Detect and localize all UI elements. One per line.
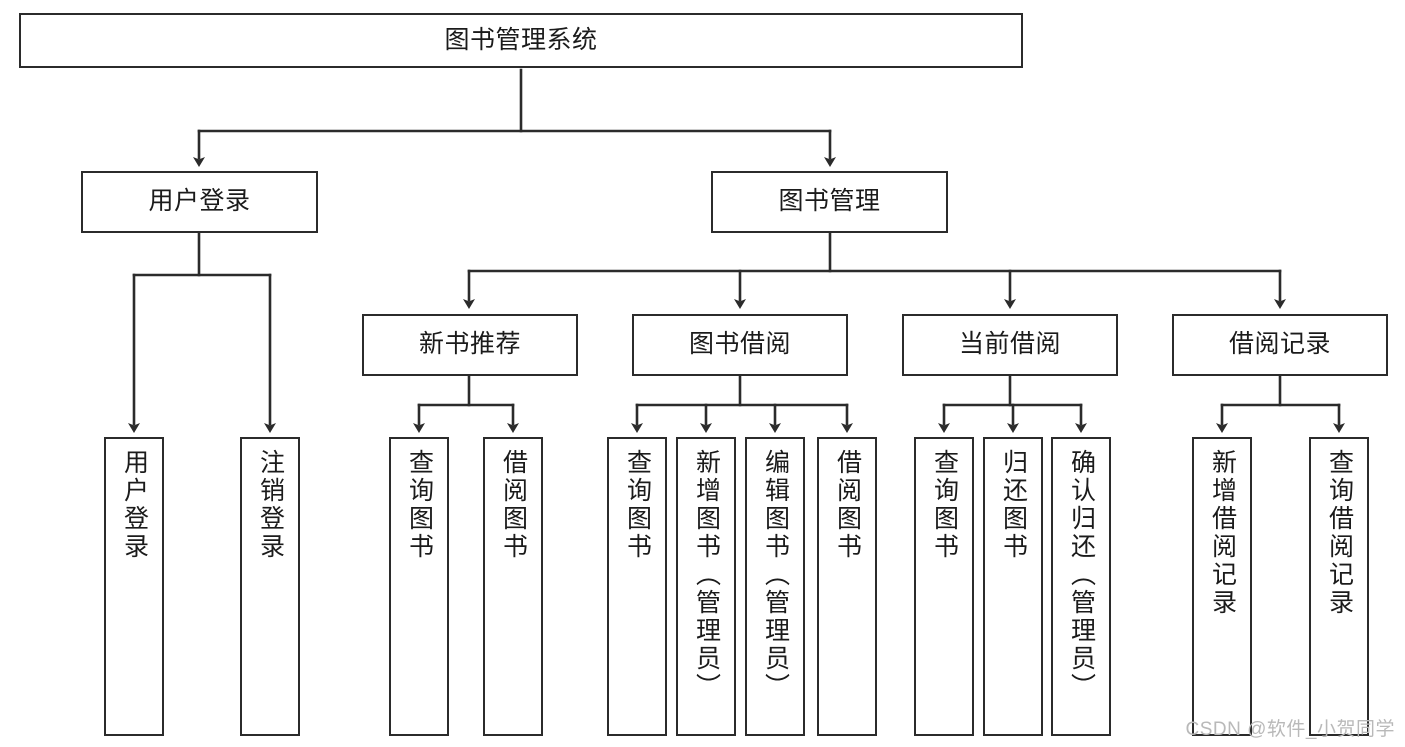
node-label: 图书管理 bbox=[778, 187, 881, 216]
leaf-book-borrow-add-admin[interactable]: 新增图书（管理员） bbox=[676, 437, 736, 736]
node-label: 归还图书 bbox=[999, 449, 1028, 561]
leaf-new-book-query[interactable]: 查询图书 bbox=[389, 437, 449, 736]
node-label: 借阅图书 bbox=[499, 449, 528, 561]
node-label: 注销登录 bbox=[256, 449, 285, 561]
node-label: 当前借阅 bbox=[958, 330, 1061, 359]
node-label: 图书借阅 bbox=[688, 330, 791, 359]
node-root-system[interactable]: 图书管理系统 bbox=[19, 13, 1023, 68]
node-label: 图书管理系统 bbox=[444, 25, 598, 54]
node-label: 用户登录 bbox=[120, 449, 149, 561]
node-user-login[interactable]: 用户登录 bbox=[81, 171, 318, 233]
node-label: 查询图书 bbox=[405, 449, 434, 561]
node-label: 新增图书（管理员） bbox=[692, 449, 721, 701]
leaf-borrow-record-add[interactable]: 新增借阅记录 bbox=[1192, 437, 1252, 736]
node-label: 编辑图书（管理员） bbox=[761, 449, 790, 701]
leaf-book-borrow-edit-admin[interactable]: 编辑图书（管理员） bbox=[745, 437, 805, 736]
leaf-borrow-record-query[interactable]: 查询借阅记录 bbox=[1309, 437, 1369, 736]
node-label: 借阅记录 bbox=[1228, 330, 1331, 359]
leaf-book-borrow-query[interactable]: 查询图书 bbox=[607, 437, 667, 736]
leaf-user-login-logout[interactable]: 注销登录 bbox=[240, 437, 300, 736]
node-label: 查询图书 bbox=[930, 449, 959, 561]
node-new-book-recommend[interactable]: 新书推荐 bbox=[362, 314, 578, 376]
node-book-borrow[interactable]: 图书借阅 bbox=[632, 314, 848, 376]
leaf-current-borrow-confirm-admin[interactable]: 确认归还（管理员） bbox=[1051, 437, 1111, 736]
leaf-new-book-borrow[interactable]: 借阅图书 bbox=[483, 437, 543, 736]
leaf-current-borrow-return[interactable]: 归还图书 bbox=[983, 437, 1043, 736]
node-current-borrow[interactable]: 当前借阅 bbox=[902, 314, 1118, 376]
leaf-user-login-login[interactable]: 用户登录 bbox=[104, 437, 164, 736]
node-label: 新增借阅记录 bbox=[1208, 449, 1237, 617]
node-borrow-record[interactable]: 借阅记录 bbox=[1172, 314, 1388, 376]
node-book-management[interactable]: 图书管理 bbox=[711, 171, 948, 233]
node-label: 确认归还（管理员） bbox=[1067, 449, 1096, 701]
node-label: 查询借阅记录 bbox=[1325, 449, 1354, 617]
node-label: 查询图书 bbox=[623, 449, 652, 561]
node-label: 新书推荐 bbox=[418, 330, 521, 359]
node-label: 用户登录 bbox=[148, 187, 251, 216]
node-label: 借阅图书 bbox=[833, 449, 862, 561]
leaf-book-borrow-borrow[interactable]: 借阅图书 bbox=[817, 437, 877, 736]
leaf-current-borrow-query[interactable]: 查询图书 bbox=[914, 437, 974, 736]
